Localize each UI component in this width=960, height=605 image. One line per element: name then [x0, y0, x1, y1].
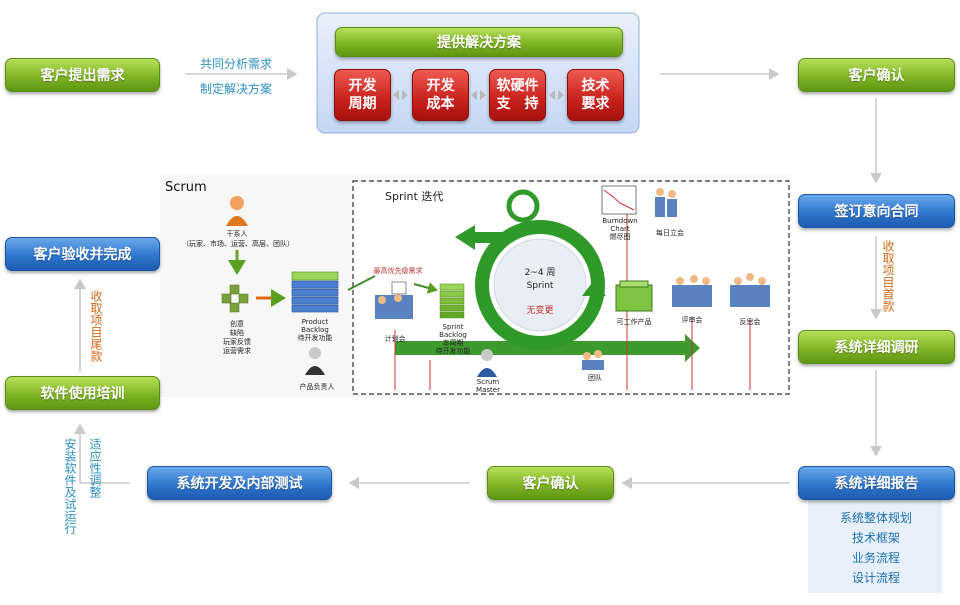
detailed-research-box: 系统详细调研	[798, 330, 955, 364]
cycle-sprint: Sprint	[526, 281, 554, 291]
workable-product-label: 可工作产品	[616, 318, 652, 326]
customer-request-box: 客户提出需求	[5, 58, 160, 92]
idea-label: 缺陷	[230, 329, 244, 337]
sign-contract-box: 签订意向合同	[798, 194, 955, 228]
solution-item-dev-cycle: 开发周期	[334, 69, 391, 121]
stakeholders-label: 干系人	[226, 230, 248, 238]
stakeholder-icon	[226, 196, 248, 226]
arrow-label-plan: 制定解决方案	[200, 82, 273, 96]
sprint-title: Sprint 迭代	[385, 190, 444, 203]
scrum-master-label: Master	[476, 386, 500, 394]
retro-meeting-icon	[730, 273, 770, 307]
planning-meeting-icon	[375, 281, 413, 319]
product-owner-label: 产品负责人	[299, 383, 335, 391]
solution-item-line2: 周期	[348, 96, 377, 112]
install-label: 安装软件及试运行	[63, 438, 77, 534]
review-meeting-icon	[672, 275, 712, 307]
stakeholders-detail: （玩家、市场、运营、高层、团队）	[182, 240, 294, 248]
report-item: 业务流程	[852, 551, 901, 565]
solution-item-line2: 成本	[426, 96, 455, 112]
workable-product-icon	[615, 280, 653, 312]
solution-item-line2: 要求	[581, 96, 610, 112]
solution-item-hw-sw: 软硬件支 持	[489, 69, 546, 121]
scrum-master-label: Scrum	[476, 378, 500, 386]
burndown-label: 燃尽图	[609, 233, 631, 241]
sprint-backlog-label: 待开发功能	[435, 347, 471, 355]
report-item: 系统整体规划	[840, 511, 913, 525]
scrum-title: Scrum	[165, 180, 207, 195]
idea-label: 玩家反馈	[223, 338, 251, 346]
cycle-no-change: 无变更	[526, 306, 554, 316]
payment-label: 收取项目首款	[881, 240, 895, 312]
sprint-backlog-label: 本周期	[442, 339, 464, 347]
detailed-report-box: 系统详细报告	[798, 466, 955, 500]
solution-item-line1: 开发	[348, 78, 377, 94]
review-label: 评审会	[681, 316, 703, 324]
burndown-chart-icon	[601, 185, 637, 215]
solution-item-line2: 支 持	[496, 96, 539, 112]
report-list-panel	[808, 500, 942, 593]
solution-item-line1: 技术	[581, 78, 610, 94]
product-backlog-label: 待开发功能	[297, 334, 333, 342]
cycle-weeks: 2~4 周	[524, 268, 556, 278]
report-item: 技术框架	[852, 531, 901, 545]
product-backlog-label: Product	[301, 318, 329, 326]
solution-item-line1: 开发	[426, 78, 455, 94]
double-arrows	[393, 90, 564, 100]
planning-label: 计划会	[384, 335, 406, 343]
acceptance-box: 客户验收并完成	[5, 237, 160, 271]
final-payment-label: 收取项目尾款	[89, 290, 103, 362]
sprint-cycle-icon	[455, 189, 606, 350]
ideas-cubes-icon	[221, 284, 249, 313]
product-owner-icon	[305, 347, 325, 375]
customer-confirm-box-bottom: 客户确认	[487, 466, 614, 500]
training-box: 软件使用培训	[5, 376, 160, 410]
idea-label: 创意	[230, 320, 244, 328]
report-item: 设计流程	[852, 571, 901, 585]
product-backlog-label: Backlog	[301, 326, 329, 334]
customer-confirm-box-top: 客户确认	[798, 58, 955, 92]
daily-standup-label: 每日立会	[656, 229, 684, 237]
dev-testing-box: 系统开发及内部测试	[147, 466, 332, 500]
solution-item-dev-cost: 开发成本	[412, 69, 469, 121]
arrow-dev-to-training	[74, 423, 130, 484]
idea-label: 运营需求	[223, 347, 251, 355]
team-label: 团队	[588, 374, 602, 382]
daily-standup-icon	[655, 188, 677, 217]
priority-req-label: 最高优先级需求	[373, 267, 423, 275]
sprint-backlog-stack-icon	[439, 283, 465, 319]
product-backlog-stack-icon	[291, 271, 339, 313]
arrow-label-analyze: 共同分析需求	[200, 57, 273, 71]
sprint-backlog-label: Backlog	[439, 331, 467, 339]
retro-label: 反思会	[739, 318, 761, 326]
sprint-backlog-label: Sprint	[442, 323, 464, 331]
scrum-master-icon	[477, 349, 497, 377]
adjust-label: 适应性调整	[88, 438, 102, 498]
burndown-label: Chart	[610, 225, 630, 233]
burndown-label: Burndown	[602, 217, 638, 225]
solution-item-tech-req: 技术要求	[567, 69, 624, 121]
solution-item-line1: 软硬件	[496, 78, 539, 94]
solution-title-box: 提供解决方案	[335, 27, 623, 57]
team-icon	[582, 350, 604, 370]
